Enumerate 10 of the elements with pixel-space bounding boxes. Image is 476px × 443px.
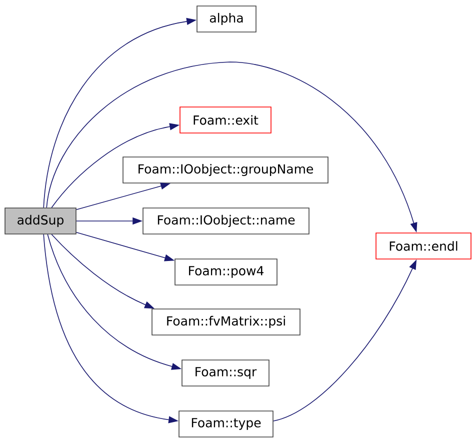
function-box: Foam::type	[178, 410, 274, 438]
function-box: Foam::exit	[180, 106, 272, 134]
function-box: Foam::IOobject::name	[142, 208, 310, 234]
function-box: Foam::endl	[376, 232, 472, 260]
function-box: alpha	[196, 6, 256, 32]
function-box: Foam::IOobject::groupName	[122, 156, 328, 184]
function-box: Foam::fvMatrix::psi	[152, 308, 300, 336]
function-box: Foam::sqr	[182, 360, 270, 386]
function-box: Foam::pow4	[174, 258, 278, 286]
function-box: addSup	[4, 208, 76, 234]
